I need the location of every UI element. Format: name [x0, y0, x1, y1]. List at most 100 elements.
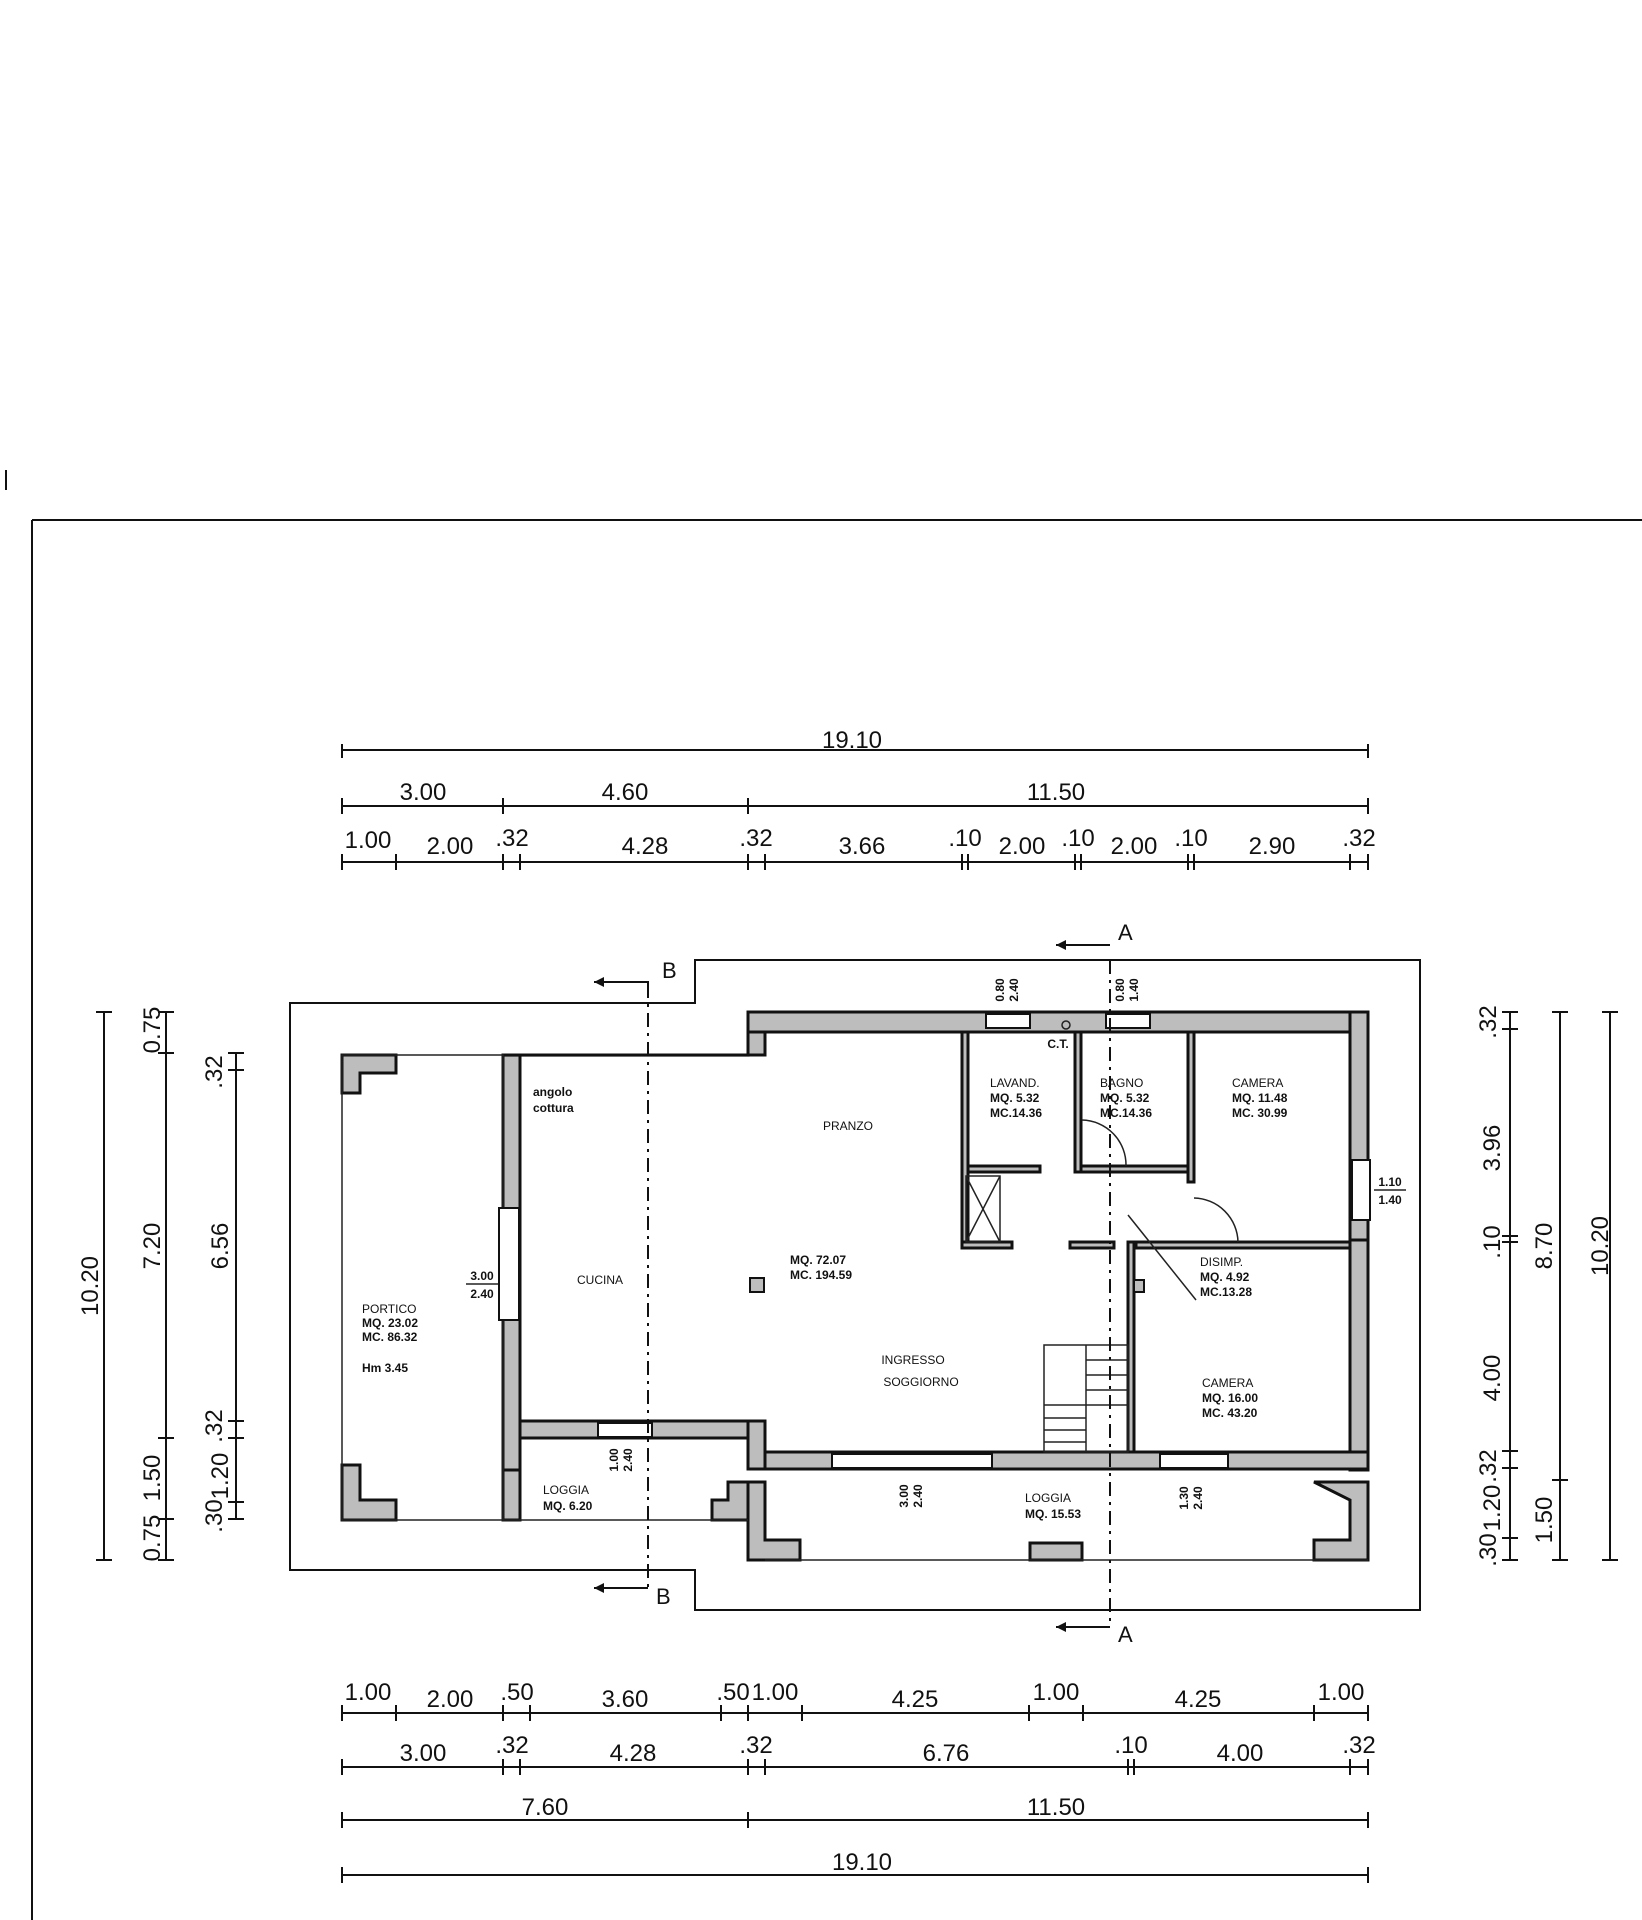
dim-bottom-row2-1: .32	[495, 1732, 528, 1759]
opening-left-a: 3.00	[470, 1269, 494, 1283]
disimp-leader	[1127, 1214, 1197, 1301]
opening-top1-a: 0.80	[993, 978, 1007, 1002]
dim-top-row3-9: 2.00	[1111, 833, 1158, 860]
dim-left-mid-3: 0.75	[139, 1515, 166, 1562]
dim-left-inner-4: .30	[201, 1499, 228, 1532]
door-swing-camera	[1193, 1197, 1239, 1243]
dim-top-row3-1: 2.00	[427, 833, 474, 860]
soggiorno-name2: SOGGIORNO	[883, 1375, 958, 1389]
dim-bottom-row1-8: 4.25	[1175, 1686, 1222, 1713]
bagno-mq: MQ. 5.32	[1100, 1091, 1150, 1105]
dim-right-inner-3: 4.00	[1479, 1355, 1506, 1402]
opening-bottom1-a: 1.00	[607, 1448, 621, 1472]
dim-left-inner-2: .32	[201, 1409, 228, 1442]
terrace-outline	[289, 959, 1421, 1611]
section-a-top-arrow	[1056, 940, 1110, 950]
dim-top-row2-1: 4.60	[602, 779, 649, 806]
disimp-name: DISIMP.	[1200, 1255, 1243, 1269]
dim-left-inner-1: 6.56	[207, 1223, 234, 1270]
bagno-mc: MC.14.36	[1100, 1106, 1152, 1120]
dim-top-total: 19.10	[822, 727, 882, 754]
dim-top-row3-11: 2.90	[1249, 833, 1296, 860]
dim-right-outer: 10.20	[1587, 1216, 1614, 1276]
camera2-mc: MC. 43.20	[1202, 1406, 1258, 1420]
dim-bottom-row2-6: 4.00	[1217, 1740, 1264, 1767]
dim-top-row3-7: 2.00	[999, 833, 1046, 860]
portico-mc: MC. 86.32	[362, 1330, 418, 1344]
loggia1-mq: MQ. 6.20	[543, 1499, 593, 1513]
dim-right-inner-5: 1.20	[1479, 1485, 1506, 1532]
dim-left-mid-0: 0.75	[139, 1007, 166, 1054]
opening-bottom3-b: 2.40	[1191, 1486, 1205, 1510]
dim-top-row3-10: .10	[1174, 825, 1207, 852]
chimney	[749, 1277, 765, 1293]
dim-bottom-row2-2: 4.28	[610, 1740, 657, 1767]
opening-right-b: 1.40	[1378, 1193, 1402, 1207]
dim-bottom-row3-1: 11.50	[1027, 1794, 1085, 1821]
camera1-name: CAMERA	[1232, 1076, 1283, 1090]
pillar	[1133, 1279, 1145, 1293]
section-label-b-top: B	[662, 958, 677, 983]
angolo-line1: angolo	[533, 1085, 572, 1099]
camera1-mq: MQ. 11.48	[1232, 1091, 1288, 1105]
loggia2-mq: MQ. 15.53	[1025, 1507, 1081, 1521]
soggiorno-mc: MC. 194.59	[790, 1268, 852, 1282]
windows	[498, 1013, 1371, 1469]
dim-left-inner-0: .32	[201, 1055, 228, 1088]
dim-bottom-total: 19.10	[832, 1849, 892, 1876]
staircase	[1043, 1344, 1129, 1453]
dim-top-row3-12: .32	[1342, 825, 1375, 852]
disimp-mc: MC.13.28	[1200, 1285, 1252, 1299]
opening-right-a: 1.10	[1378, 1175, 1402, 1189]
dim-right-mid-0: 8.70	[1531, 1223, 1558, 1270]
dim-bottom-row1-4: .50	[716, 1679, 749, 1706]
section-b-bottom-arrow	[594, 1583, 648, 1593]
opening-bottom1-b: 2.40	[621, 1448, 635, 1472]
opening-top2-a: 0.80	[1113, 978, 1127, 1002]
dim-bottom-row1-2: .50	[500, 1679, 533, 1706]
dim-bottom-row2-5: .10	[1114, 1732, 1147, 1759]
dim-bottom-row1-6: 4.25	[892, 1686, 939, 1713]
dim-bottom-row1-9: 1.00	[1318, 1679, 1365, 1706]
ct-symbol	[1061, 1020, 1071, 1030]
section-label-a-bottom: A	[1118, 1622, 1133, 1647]
opening-top1-b: 2.40	[1007, 978, 1021, 1002]
dim-right-inner-6: .30	[1475, 1533, 1502, 1566]
camera2-name: CAMERA	[1202, 1376, 1253, 1390]
opening-bottom2-a: 3.00	[897, 1484, 911, 1508]
dim-bottom-row1-3: 3.60	[602, 1686, 649, 1713]
bagno-name: BAGNO	[1100, 1076, 1143, 1090]
section-b-top-arrow	[594, 977, 649, 987]
section-a-bottom-arrow	[1056, 1622, 1110, 1632]
camera2-mq: MQ. 16.00	[1202, 1391, 1258, 1405]
dim-top-row3-2: .32	[495, 825, 528, 852]
soggiorno-mq: MQ. 72.07	[790, 1253, 846, 1267]
cucina-name: CUCINA	[577, 1273, 623, 1287]
dim-top-row3-3: 4.28	[622, 833, 669, 860]
dim-top-row3-8: .10	[1061, 825, 1094, 852]
dim-left-mid-1: 7.20	[139, 1223, 166, 1270]
lavand-mc: MC.14.36	[990, 1106, 1042, 1120]
opening-left-b: 2.40	[470, 1287, 494, 1301]
dim-right-inner-0: .32	[1475, 1005, 1502, 1038]
ct-label: C.T.	[1047, 1037, 1068, 1051]
dim-top-row3-0: 1.00	[345, 827, 392, 854]
angolo-line2: cottura	[533, 1101, 574, 1115]
loggia1-name: LOGGIA	[543, 1483, 589, 1497]
dim-bottom-row1-7: 1.00	[1033, 1679, 1080, 1706]
disimp-mq: MQ. 4.92	[1200, 1270, 1250, 1284]
dim-left-mid-2: 1.50	[139, 1455, 166, 1502]
shaft-symbol	[965, 1175, 1001, 1243]
bottom-dimensions: 1.00 2.00 .50 3.60 .50 1.00 4.25 1.00 4.…	[341, 1679, 1376, 1883]
dim-right-inner-4: .32	[1475, 1449, 1502, 1482]
camera1-mc: MC. 30.99	[1232, 1106, 1288, 1120]
portico-hm: Hm 3.45	[362, 1361, 408, 1375]
dim-left-inner-3: 1.20	[207, 1453, 234, 1500]
dim-right-mid-1: 1.50	[1531, 1497, 1558, 1544]
loggia2-name: LOGGIA	[1025, 1491, 1071, 1505]
right-dimensions: .32 3.96 .10 4.00 .32 1.20 .30 8.70 1.50…	[1475, 1005, 1618, 1567]
dim-bottom-row2-3: .32	[739, 1732, 772, 1759]
dim-left-outer: 10.20	[77, 1256, 104, 1316]
dim-top-row2-0: 3.00	[400, 779, 447, 806]
